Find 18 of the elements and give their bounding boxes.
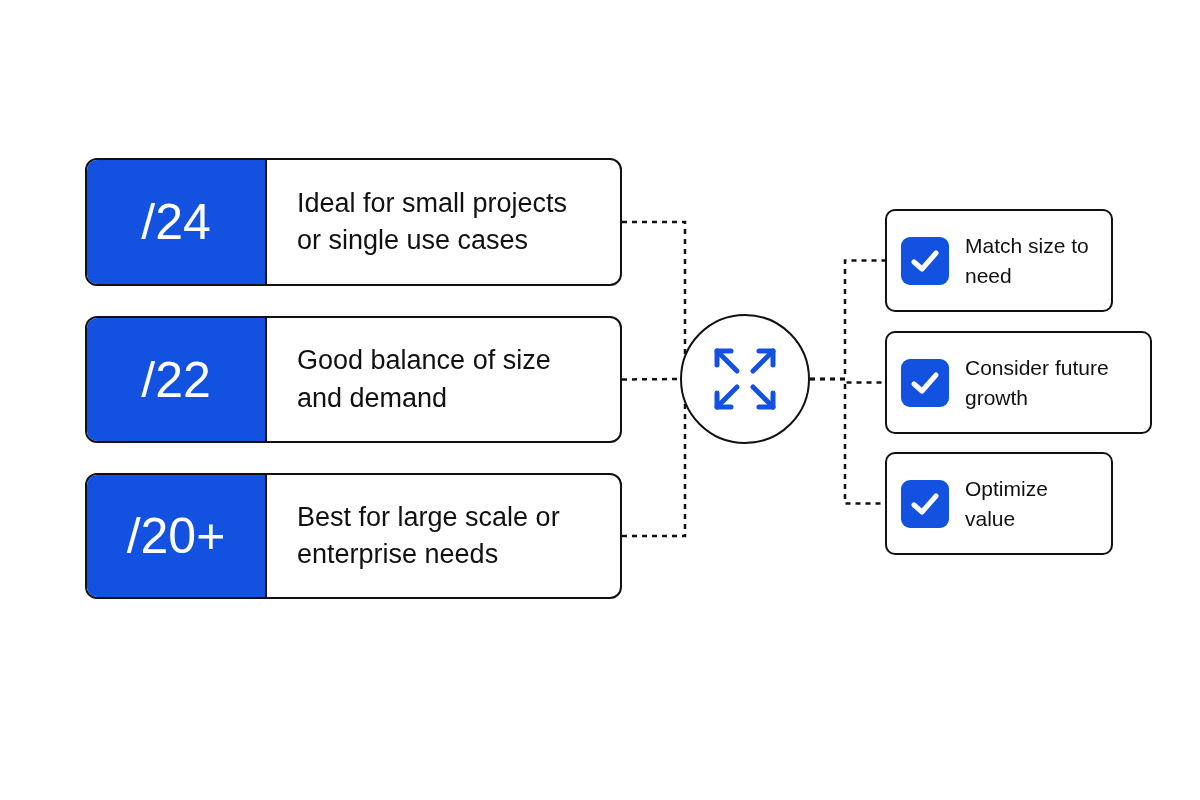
checklist-card [885, 331, 1152, 434]
checklist-card [885, 209, 1113, 312]
option-description: Best for large scale or enterprise needs [296, 500, 561, 571]
checklist-text: Optimize value [965, 476, 1049, 532]
checklist-text: Match size to need [965, 233, 1090, 289]
option-description: Ideal for small projects or single use cases [296, 186, 569, 257]
prefix-label: /22 [87, 318, 267, 441]
option-card [85, 473, 622, 599]
option-card [85, 158, 622, 286]
checklist-text: Consider future growth [965, 355, 1110, 411]
option-description: Good balance of size and demand [296, 344, 552, 415]
dashed-connector [622, 404, 687, 538]
dashed-connector [622, 220, 687, 354]
prefix-label: /24 [87, 160, 267, 284]
dashed-connector [622, 377, 680, 381]
prefix-label: /20+ [87, 475, 267, 597]
option-card [85, 316, 622, 443]
checklist-card [885, 452, 1113, 555]
